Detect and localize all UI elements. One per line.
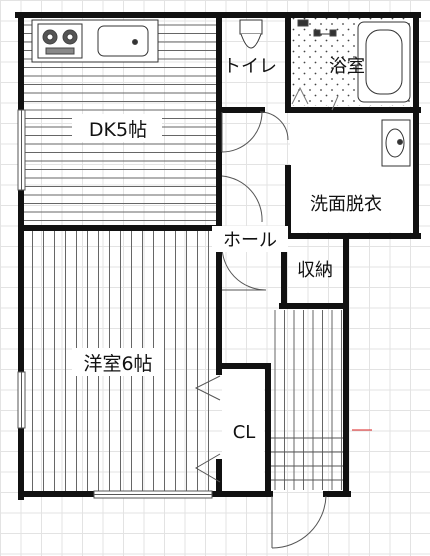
- label-bath: 浴室: [329, 56, 365, 77]
- bath-door: [291, 86, 309, 105]
- dk-door: [221, 175, 263, 223]
- fixtures: [31, 19, 411, 167]
- closet-door-top: [194, 375, 221, 401]
- walls: [15, 12, 421, 500]
- label-hall: ホール: [223, 230, 277, 251]
- label-western-room: 洋室6帖: [83, 353, 152, 375]
- label-closet: CL: [233, 422, 256, 443]
- entrance-door: [271, 495, 327, 549]
- room-labels: トイレ 浴室 DK5帖 洗面脱衣 ホール 収納 洋室6帖 CL: [72, 56, 382, 443]
- wash-basin-icon: [381, 119, 411, 167]
- corridor-floor: [270, 310, 346, 490]
- windows: [17, 109, 213, 499]
- faucet-icon: [297, 19, 337, 37]
- sink-icon: [97, 25, 149, 57]
- western-door: [221, 243, 267, 291]
- entrance-steps: [270, 437, 346, 481]
- label-toilet: トイレ: [223, 56, 277, 77]
- closet-floor: [222, 368, 264, 494]
- bathtub-icon: [357, 21, 411, 103]
- toilet-icon: [239, 19, 263, 49]
- washroom-door: [259, 111, 289, 141]
- doors: [194, 86, 339, 549]
- stove-icon: [37, 23, 83, 59]
- label-dk: DK5帖: [89, 119, 147, 141]
- label-storage: 収納: [297, 260, 333, 281]
- label-washroom: 洗面脱衣: [310, 194, 382, 215]
- toilet-door: [221, 111, 263, 153]
- closet-door-bottom: [195, 453, 221, 483]
